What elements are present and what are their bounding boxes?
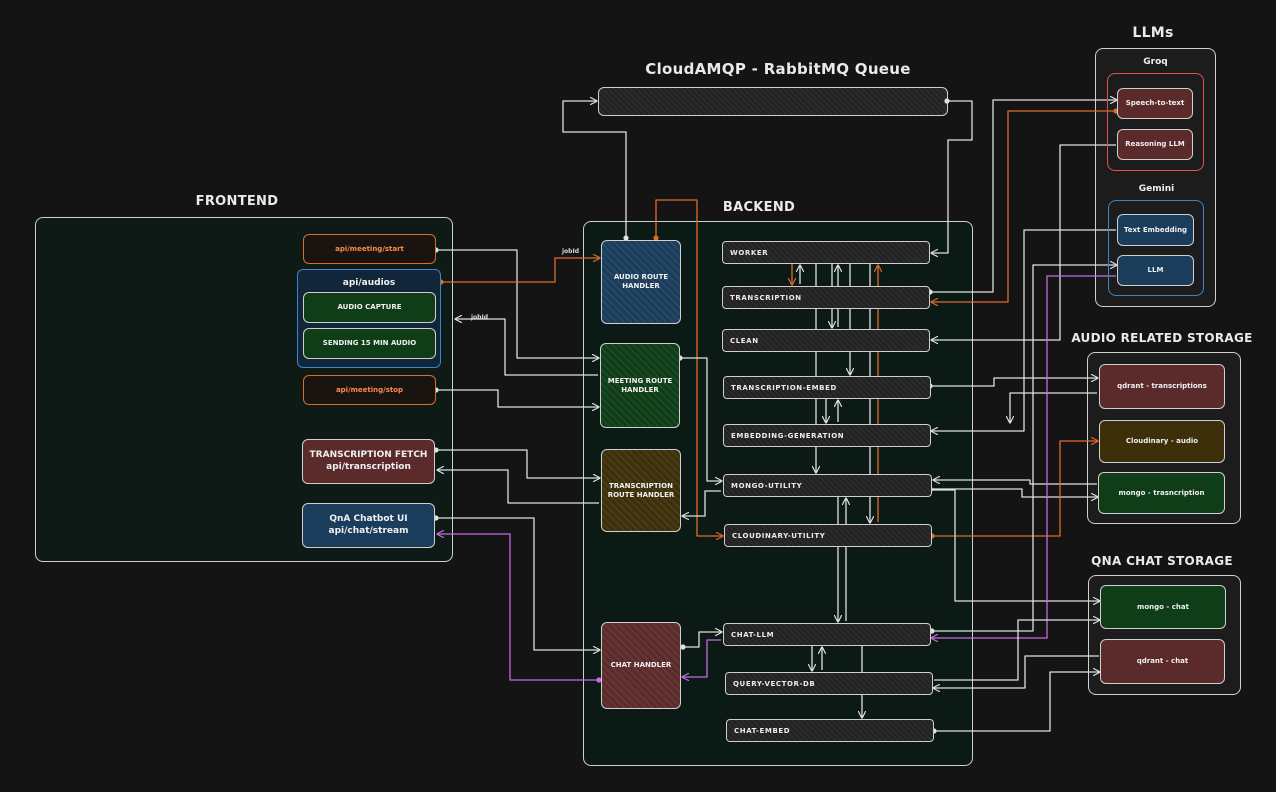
- queue-title: CloudAMQP - RabbitMQ Queue: [645, 60, 911, 78]
- clean-service[interactable]: CLEAN: [722, 329, 930, 352]
- query-to-mongo-chat: [934, 620, 1099, 681]
- transcription-embed-to-qdrant: [930, 378, 1097, 387]
- chat-llm-to-chat-handler: [683, 639, 721, 677]
- cloudinary-audio-db[interactable]: Cloudinary - audio: [1099, 420, 1225, 463]
- queue-to-worker: [932, 100, 973, 253]
- audio-storage-title: AUDIO RELATED STORAGE: [1071, 331, 1253, 345]
- chat-handler-to-chat-llm-dot: [680, 644, 686, 650]
- gemini-group: [1108, 200, 1204, 296]
- api-audios-title: api/audios: [342, 278, 396, 288]
- chatbot-to-chat-handler: [436, 517, 599, 650]
- meeting-start-endpoint[interactable]: api/meeting/start: [303, 234, 436, 264]
- start-to-meeting-handler: [436, 249, 598, 358]
- query-vector-db-service[interactable]: QUERY-VECTOR-DB: [725, 672, 933, 695]
- audio-handler-to-queue-dot: [623, 235, 629, 241]
- chat-handler-to-chat-llm: [683, 632, 721, 648]
- transcription-embed-service[interactable]: TRANSCRIPTION-EMBED: [723, 376, 931, 399]
- chat-handler-to-chatbot-dot: [596, 677, 602, 683]
- qna-chatbot-title: QnA Chatbot UI: [329, 514, 408, 525]
- llms-title: LLMs: [1132, 25, 1174, 41]
- qdrant-chat-db[interactable]: qdrant - chat: [1100, 639, 1225, 684]
- mongo-util-to-mongo-chat: [930, 489, 1099, 601]
- jobid-label-2: jobId: [471, 314, 489, 321]
- transcription-fetch-title: TRANSCRIPTION FETCH: [309, 450, 428, 461]
- cloudinary-util-to-cloudinary: [932, 441, 1097, 537]
- qna-chatbot-box[interactable]: QnA Chatbot UI api/chat/stream: [302, 503, 435, 548]
- speech-to-transcription: [932, 110, 1116, 302]
- meeting-route-handler[interactable]: MEETING ROUTE HANDLER: [600, 343, 680, 428]
- audio-handler-to-queue: [562, 101, 627, 238]
- gemini-llm-model[interactable]: LLM: [1117, 255, 1194, 286]
- audio-capture-button[interactable]: AUDIO CAPTURE: [303, 292, 436, 323]
- chat-llm-to-gemini-llm: [932, 275, 1116, 638]
- worker-service[interactable]: WORKER: [722, 241, 930, 264]
- clean-to-reasoning: [932, 144, 1116, 340]
- jobid-label-1: jobId: [562, 248, 580, 255]
- meeting-stop-endpoint[interactable]: api/meeting/stop: [303, 375, 436, 405]
- gemini-label: Gemini: [1138, 184, 1175, 195]
- mongo-utility-service[interactable]: MONGO-UTILITY: [723, 474, 932, 497]
- qdrant-to-embedding-gen: [1010, 392, 1097, 422]
- chat-embed-to-qdrant-chat: [934, 672, 1099, 732]
- mongo-to-transcription-handler: [683, 490, 721, 516]
- rabbitmq-queue-bar: [598, 87, 948, 116]
- embedding-gen-to-text-embed: [932, 229, 1116, 431]
- audio-handler-to-cloudinary-util: [655, 199, 722, 536]
- embedding-generation-service[interactable]: EMBEDDING-GENERATION: [723, 424, 931, 447]
- groq-label: Groq: [1143, 57, 1168, 68]
- chat-handler[interactable]: CHAT HANDLER: [601, 622, 681, 709]
- stop-to-meeting-handler: [436, 389, 598, 407]
- transcription-fetch-api: api/transcription: [326, 461, 411, 472]
- audios-to-audio-handler: [441, 258, 599, 283]
- chat-handler-to-chatbot: [438, 534, 599, 681]
- qdrant-transcriptions-db[interactable]: qdrant - transcriptions: [1099, 364, 1225, 409]
- query-to-qdrant-chat: [934, 655, 1099, 688]
- meeting-handler-to-frontend-jobid: [456, 319, 598, 376]
- groq-group: [1107, 73, 1204, 171]
- transcription-handler-to-fetch: [438, 470, 599, 504]
- qna-chatbot-api: api/chat/stream: [328, 525, 409, 536]
- transcription-route-handler[interactable]: TRANSCRIPTION ROUTE HANDLER: [601, 449, 681, 532]
- mongo-chat-db[interactable]: mongo - chat: [1100, 585, 1226, 629]
- backend-title: BACKEND: [722, 200, 796, 215]
- transcription-fetch-box[interactable]: TRANSCRIPTION FETCH api/transcription: [302, 439, 435, 484]
- chat-llm-service[interactable]: CHAT-LLM: [723, 623, 931, 646]
- chat-llm-to-llm-white: [932, 265, 1116, 632]
- frontend-title: FRONTEND: [195, 194, 279, 209]
- mongo-transcription-to-util: [934, 480, 1097, 485]
- transcription-to-speech: [930, 100, 1116, 293]
- speech-to-text-model[interactable]: Speech-to-text: [1117, 88, 1193, 119]
- fetch-to-transcription-handler: [436, 449, 599, 478]
- cloudinary-utility-service[interactable]: CLOUDINARY-UTILITY: [724, 524, 932, 547]
- chat-embed-service[interactable]: CHAT-EMBED: [726, 719, 934, 742]
- sending-audio-button[interactable]: SENDING 15 MIN AUDIO: [303, 328, 436, 359]
- mongo-transcription-db[interactable]: mongo - trasncription: [1098, 472, 1225, 514]
- qna-storage-title: QNA CHAT STORAGE: [1091, 554, 1233, 568]
- audio-route-handler[interactable]: AUDIO ROUTE HANDLER: [601, 240, 681, 324]
- text-embedding-model[interactable]: Text Embedding: [1117, 214, 1194, 246]
- transcription-service[interactable]: TRANSCRIPTION: [722, 286, 930, 309]
- meeting-handler-to-mongo: [680, 357, 721, 481]
- reasoning-llm-model[interactable]: Reasoning LLM: [1117, 129, 1193, 160]
- audio-handler-to-cloudinary-util-dot: [653, 235, 659, 241]
- queue-to-worker-dot: [944, 98, 950, 104]
